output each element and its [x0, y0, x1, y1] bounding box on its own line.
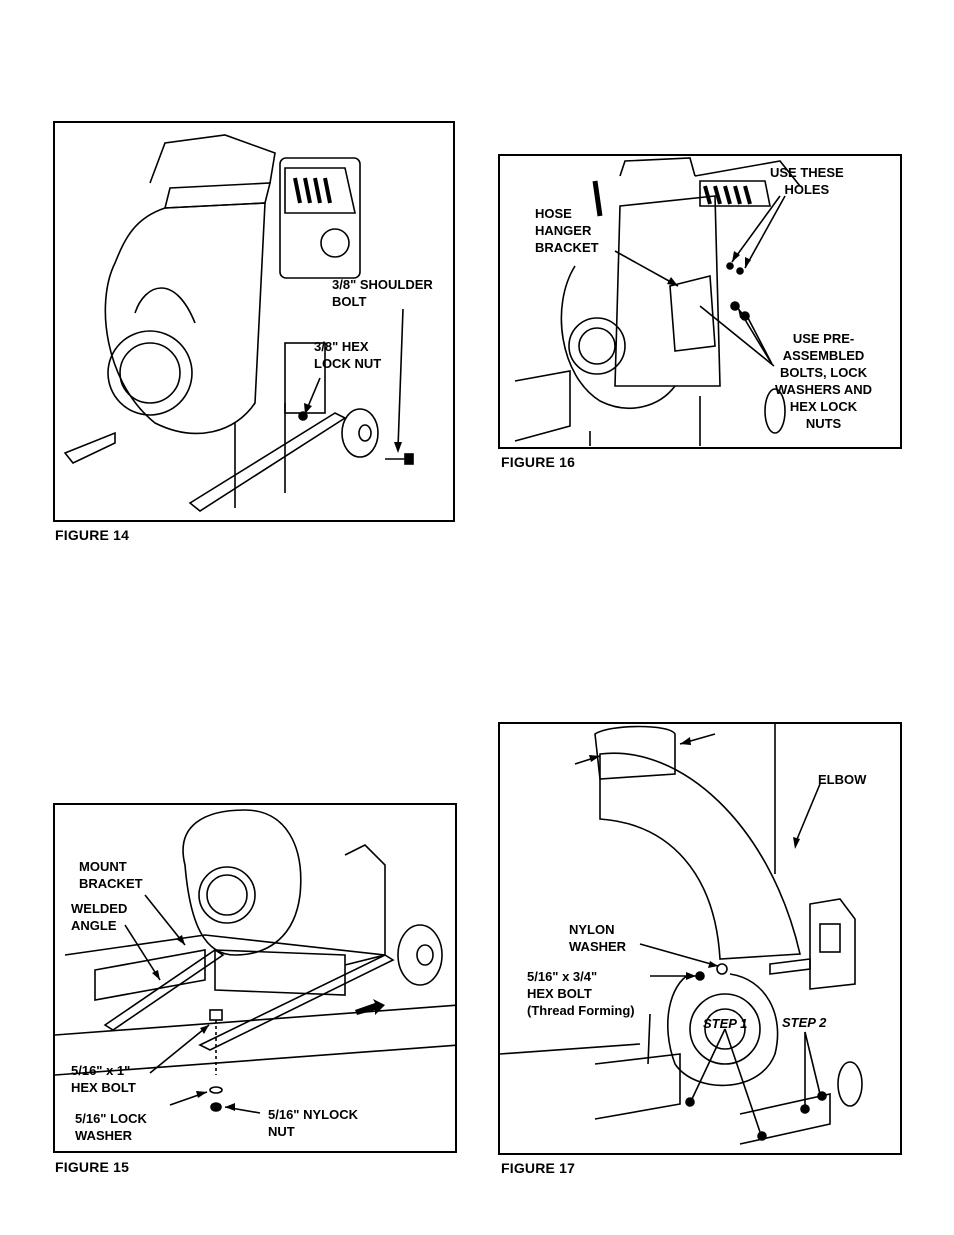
- label-hex-bolt-thread-forming: 5/16" x 3/4" HEX BOLT (Thread Forming): [527, 969, 635, 1018]
- label-hex-bolt: 5/16" x 1" HEX BOLT: [71, 1063, 136, 1095]
- label-welded-angle: WELDED ANGLE: [71, 901, 128, 933]
- label-hose-hanger-bracket: HOSE HANGER BRACKET: [535, 206, 599, 255]
- label-step-1: STEP 1: [703, 1016, 748, 1031]
- label-use-these-holes: USE THESE HOLES: [770, 165, 844, 197]
- figure-14-caption: FIGURE 14: [55, 527, 130, 543]
- label-lock-washer: 5/16" LOCK WASHER: [75, 1111, 147, 1143]
- figure-15-caption: FIGURE 15: [55, 1159, 130, 1175]
- figure-17-drawing: [500, 724, 863, 1145]
- figure-15-illustration: MOUNT BRACKET WELDED ANGLE 5/16" x 1" HE…: [53, 803, 457, 1153]
- label-elbow: ELBOW: [818, 772, 867, 787]
- figure-17-illustration: ELBOW NYLON WASHER 5/16" x 3/4" HEX BOLT…: [498, 722, 902, 1155]
- figure-17-caption: FIGURE 17: [501, 1160, 576, 1176]
- figure-16-drawing: [514, 157, 801, 446]
- label-pre-assembled-hardware: USE PRE- ASSEMBLED BOLTS, LOCK WASHERS A…: [775, 331, 873, 431]
- label-step-2: STEP 2: [782, 1015, 827, 1030]
- figure-16-caption: FIGURE 16: [501, 454, 576, 470]
- figure-14-drawing: [63, 134, 414, 512]
- label-nylon-washer: NYLON WASHER: [569, 922, 627, 954]
- label-hex-lock-nut: 3/8" HEX LOCK NUT: [314, 339, 382, 371]
- label-nylock-nut: 5/16" NYLOCK NUT: [268, 1107, 358, 1139]
- label-shoulder-bolt: 3/8" SHOULDER BOLT: [332, 277, 433, 309]
- figure-15-drawing: [55, 809, 455, 1114]
- figure-16-illustration: USE THESE HOLES HOSE HANGER BRACKET USE …: [498, 154, 902, 449]
- label-mount-bracket: MOUNT BRACKET: [79, 859, 143, 891]
- figure-14-illustration: 3/8" SHOULDER BOLT 3/8" HEX LOCK NUT: [53, 121, 455, 522]
